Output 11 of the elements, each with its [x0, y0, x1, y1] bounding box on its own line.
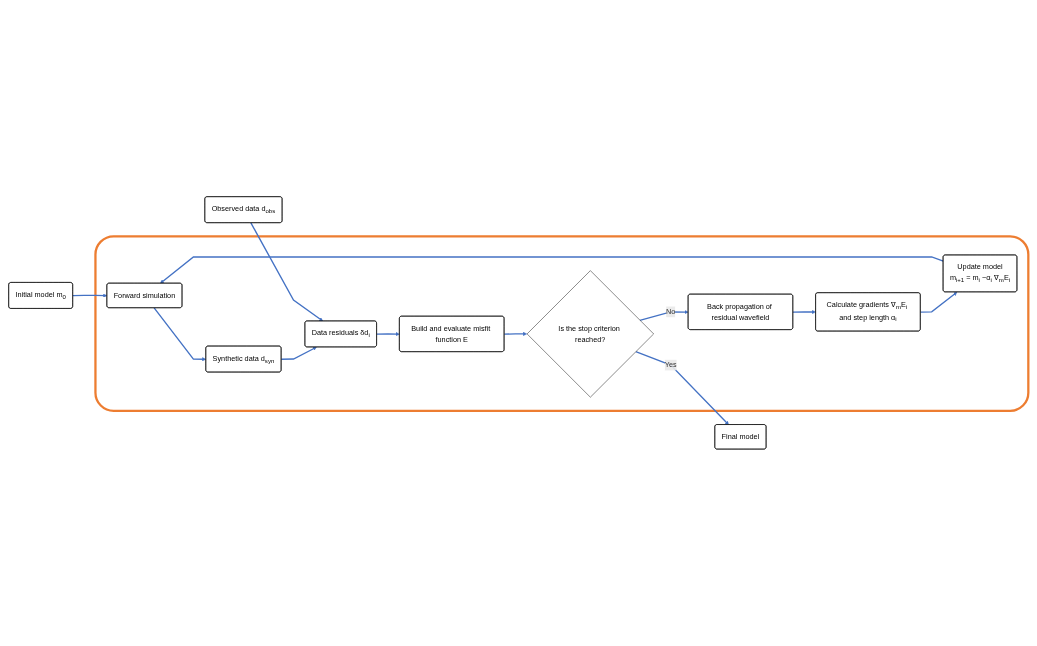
arrow	[792, 310, 816, 315]
arrow	[250, 222, 323, 322]
arrow	[160, 256, 944, 284]
arrow	[919, 292, 958, 313]
arrow	[153, 307, 207, 362]
arrow	[376, 332, 400, 337]
arrow	[72, 293, 108, 298]
arrow	[503, 332, 528, 337]
arrow	[635, 351, 729, 426]
arrow	[280, 347, 317, 361]
cluster	[94, 235, 1030, 413]
